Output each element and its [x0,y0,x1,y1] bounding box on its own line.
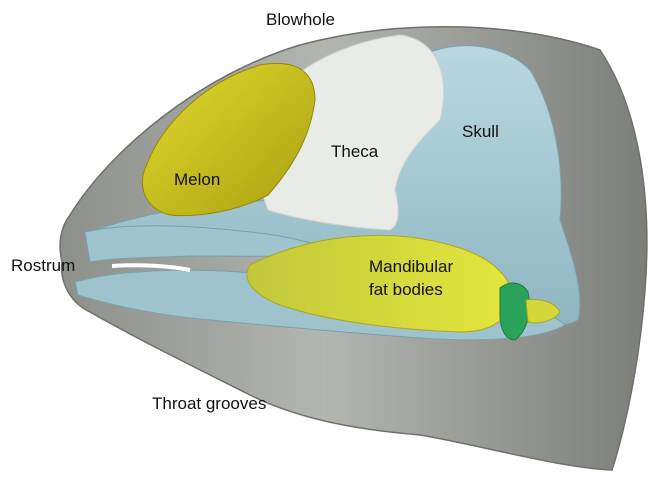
label-theca: Theca [331,142,378,162]
label-skull: Skull [462,122,499,142]
label-mandibular-line2: fat bodies [369,280,443,300]
label-melon: Melon [174,170,220,190]
label-throat-grooves: Throat grooves [152,394,266,414]
label-mandibular-line1: Mandibular [369,257,453,277]
label-blowhole: Blowhole [266,10,335,30]
label-rostrum: Rostrum [11,256,75,276]
